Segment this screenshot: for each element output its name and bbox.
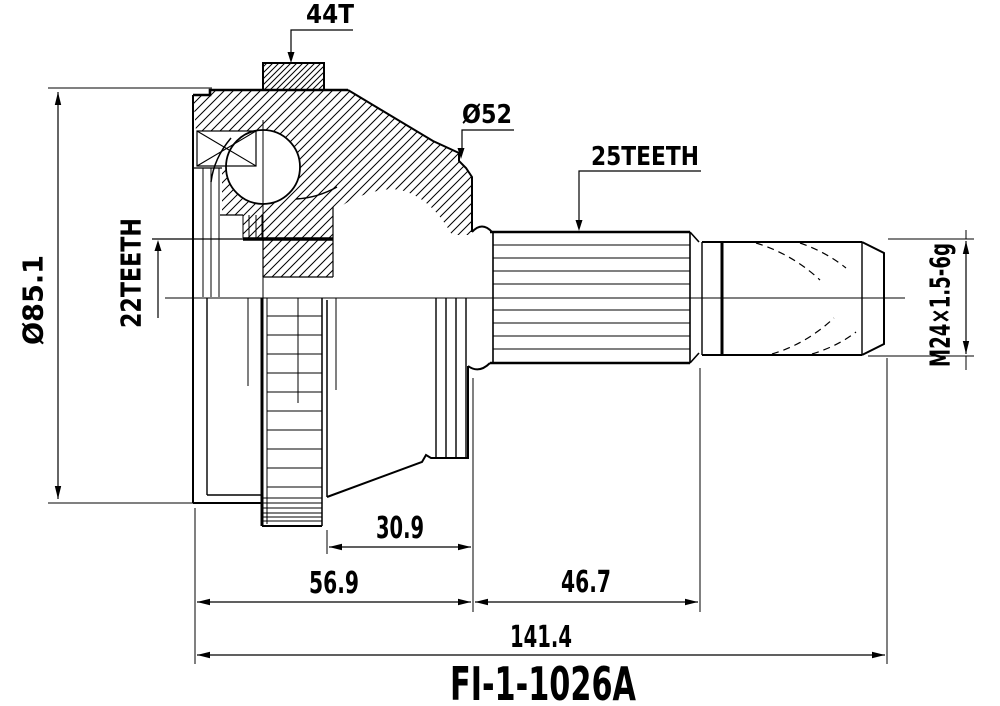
label-boot-diameter: Ø52	[462, 100, 512, 130]
spline-teeth-lines	[493, 244, 690, 350]
leader-lines	[152, 29, 701, 318]
abs-ring-section	[262, 62, 325, 91]
label-outer-diameter: Ø85.1	[17, 255, 50, 345]
label-thread: M24×1.5-6g	[924, 243, 957, 367]
housing-outline	[192, 88, 493, 504]
thread-runout-lines	[755, 242, 857, 355]
label-inner-spline: 22TEETH	[115, 218, 148, 328]
leader-arrowheads	[154, 52, 583, 251]
dim-bell-length: 56.9	[309, 566, 359, 601]
ring-teeth-lines	[262, 315, 322, 522]
dim-total-length: 141.4	[510, 620, 572, 655]
threaded-end	[701, 241, 885, 356]
label-shaft-spline: 25TEETH	[591, 142, 699, 172]
extension-lines	[48, 87, 974, 664]
label-ring-teeth: 44T	[306, 0, 354, 30]
dim-ring-offset: 30.9	[376, 511, 424, 546]
dimension-lines	[54, 92, 970, 659]
part-number: FI-1-1026A	[450, 657, 636, 706]
annotations: 44T Ø52 25TEETH Ø85.1 22TEETH M24×1.5-6g…	[17, 0, 957, 706]
abs-ring-band	[260, 298, 328, 527]
housing-interior-lines	[193, 120, 338, 437]
dim-shaft-length: 46.7	[561, 565, 611, 600]
